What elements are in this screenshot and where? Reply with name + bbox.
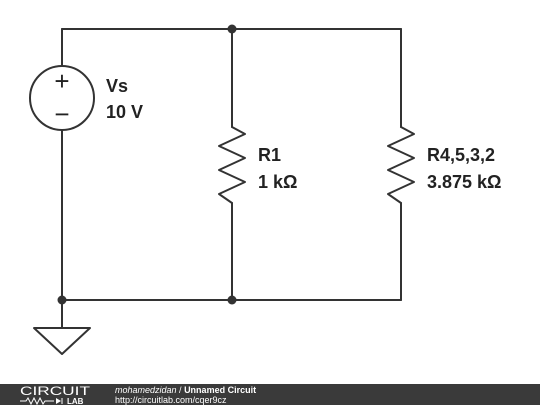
resistor-r1-symbol[interactable] xyxy=(218,126,246,204)
logo-resistor-icon xyxy=(20,396,54,405)
logo-diode-icon xyxy=(56,398,61,404)
junction-bottom-left xyxy=(57,295,67,305)
resistor-req-symbol[interactable] xyxy=(387,126,415,204)
source-minus-sign: − xyxy=(54,99,69,129)
r1-value-label: 1 kΩ xyxy=(258,172,297,192)
logo-text-circuit: CIRCUIT xyxy=(20,385,91,398)
junction-bottom-mid xyxy=(227,295,237,305)
source-plus-sign: + xyxy=(54,66,69,96)
footer-circuit-title[interactable]: Unnamed Circuit xyxy=(184,385,257,395)
voltage-source-symbol[interactable] xyxy=(29,65,95,131)
schematic: + − Vs 10 V R1 1 kΩ R4,5,3,2 3.875 kΩ xyxy=(29,24,502,355)
req-value-label: 3.875 kΩ xyxy=(427,172,502,192)
footer-url[interactable]: http://circuitlab.com/cqer9cz xyxy=(115,395,227,405)
r1-name-label: R1 xyxy=(258,145,281,165)
footer-info: mohamedzidan / Unnamed Circuit http://ci… xyxy=(115,385,256,405)
source-value-label: 10 V xyxy=(106,102,143,122)
footer-bar xyxy=(0,384,540,405)
source-name-label: Vs xyxy=(106,76,128,96)
junction-top xyxy=(227,24,237,34)
logo-text-lab: LAB xyxy=(67,397,84,405)
circuitlab-logo[interactable]: CIRCUIT LAB xyxy=(18,385,94,405)
footer-username[interactable]: mohamedzidan xyxy=(115,385,177,395)
ground-symbol xyxy=(33,327,91,355)
footer-separator: / xyxy=(176,385,185,395)
footer-title-line: mohamedzidan / Unnamed Circuit xyxy=(115,385,256,395)
req-name-label: R4,5,3,2 xyxy=(427,145,495,165)
